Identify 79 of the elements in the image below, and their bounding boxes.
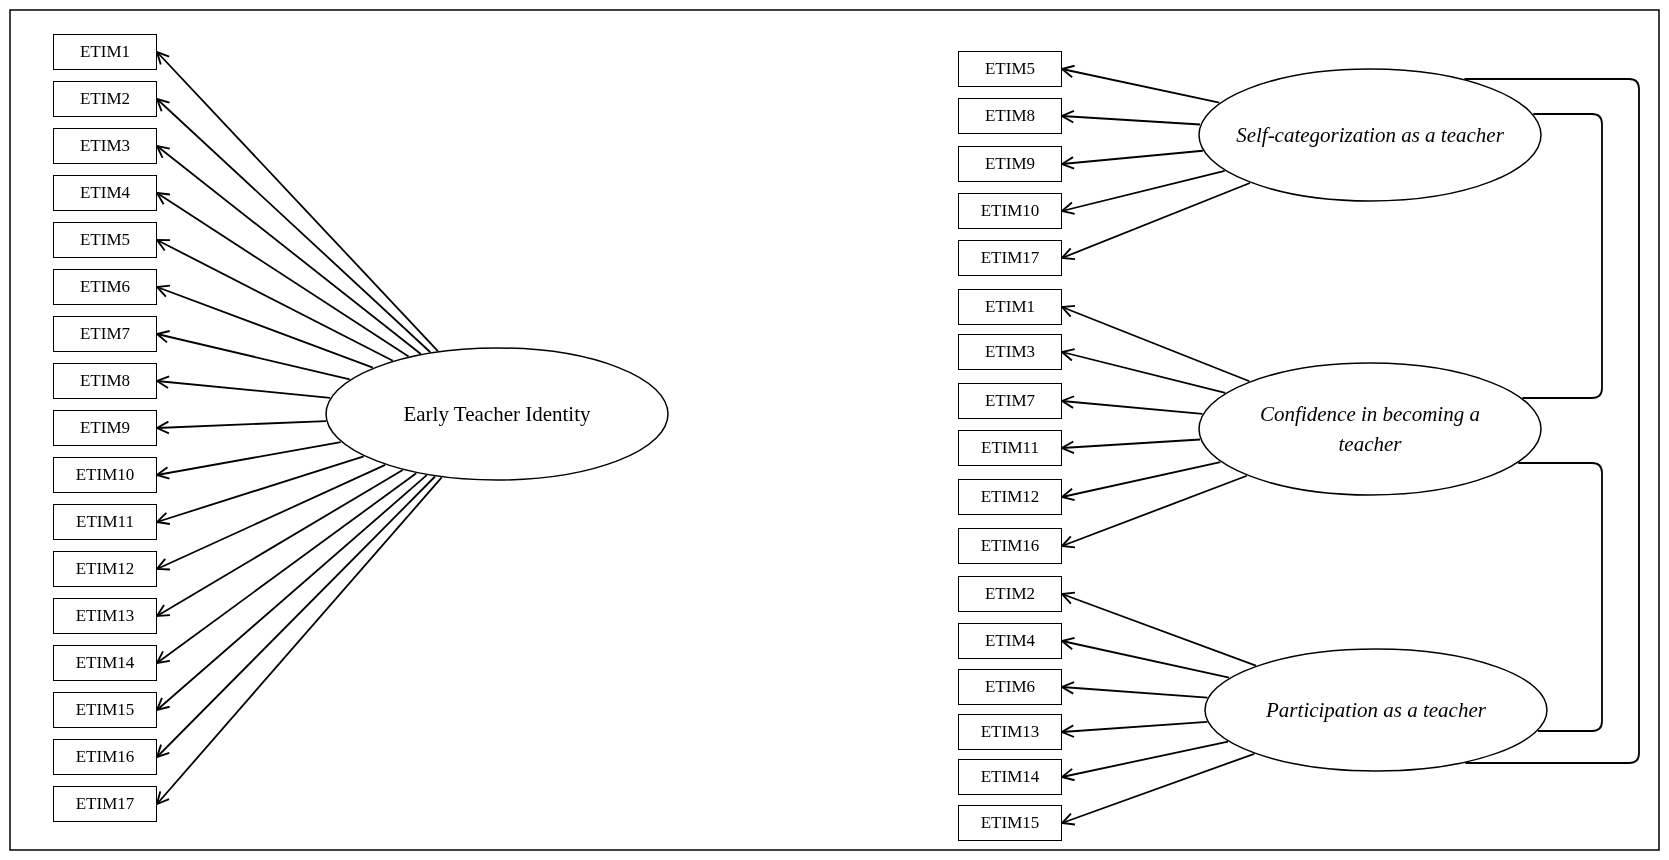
arrow — [1061, 64, 1221, 104]
indicator-box: ETIM2 — [958, 576, 1062, 612]
arrow — [1061, 591, 1257, 667]
arrow — [1061, 304, 1251, 383]
indicator-box: ETIM14 — [53, 645, 157, 681]
indicator-box: ETIM13 — [53, 598, 157, 634]
arrow — [1061, 752, 1256, 826]
arrow — [156, 455, 365, 525]
arrow — [156, 474, 428, 711]
factor-ellipse — [1204, 648, 1548, 772]
arrow — [156, 469, 404, 617]
correlation-bracket — [1517, 462, 1603, 732]
factor-label: Self-categorization as a teacher — [1235, 121, 1505, 149]
arrow — [1061, 720, 1209, 738]
indicator-box: ETIM14 — [958, 759, 1062, 795]
indicator-box: ETIM12 — [53, 551, 157, 587]
correlation-bracket — [1463, 78, 1640, 764]
indicator-box: ETIM8 — [958, 98, 1062, 134]
indicator-box: ETIM10 — [53, 457, 157, 493]
arrow — [156, 239, 394, 362]
indicator-box: ETIM15 — [958, 805, 1062, 841]
arrow — [156, 375, 331, 399]
arrow — [156, 98, 432, 354]
indicator-box: ETIM9 — [53, 410, 157, 446]
arrow — [1061, 438, 1201, 455]
indicator-box: ETIM9 — [958, 146, 1062, 182]
indicator-box: ETIM1 — [53, 34, 157, 70]
arrow — [156, 145, 422, 355]
indicator-box: ETIM17 — [53, 786, 157, 822]
indicator-box: ETIM3 — [53, 128, 157, 164]
indicator-box: ETIM17 — [958, 240, 1062, 276]
indicator-box: ETIM4 — [53, 175, 157, 211]
indicator-box: ETIM6 — [958, 669, 1062, 705]
arrow — [1061, 681, 1209, 699]
indicator-box: ETIM8 — [53, 363, 157, 399]
indicator-box: ETIM13 — [958, 714, 1062, 750]
indicator-box: ETIM4 — [958, 623, 1062, 659]
indicator-box: ETIM5 — [53, 222, 157, 258]
factor-ellipse — [1198, 68, 1542, 202]
arrow — [156, 476, 443, 805]
factor-label: Confidence in becoming a teacher — [1259, 400, 1481, 458]
arrow — [1061, 395, 1204, 415]
factor-ellipse — [325, 347, 669, 481]
indicator-box: ETIM10 — [958, 193, 1062, 229]
indicator-box: ETIM6 — [53, 269, 157, 305]
indicator-box: ETIM7 — [53, 316, 157, 352]
indicator-box: ETIM3 — [958, 334, 1062, 370]
arrow — [1061, 182, 1251, 260]
indicator-box: ETIM11 — [958, 430, 1062, 466]
arrow — [1061, 740, 1229, 782]
indicator-box: ETIM11 — [53, 504, 157, 540]
arrow — [156, 472, 418, 664]
arrow — [1061, 348, 1227, 394]
indicator-box: ETIM1 — [958, 289, 1062, 325]
arrow — [156, 51, 439, 352]
indicator-box: ETIM15 — [53, 692, 157, 728]
indicator-box: ETIM5 — [958, 51, 1062, 87]
arrow — [156, 464, 387, 571]
arrow — [156, 284, 374, 369]
indicator-box: ETIM16 — [958, 528, 1062, 564]
arrow — [156, 420, 327, 435]
arrow — [1061, 636, 1231, 679]
indicator-box: ETIM7 — [958, 383, 1062, 419]
indicator-box: ETIM16 — [53, 739, 157, 775]
factor-label: Early Teacher Identity — [402, 400, 592, 428]
arrow — [156, 330, 351, 381]
indicator-box: ETIM2 — [53, 81, 157, 117]
arrow — [1061, 474, 1248, 549]
indicator-box: ETIM12 — [958, 479, 1062, 515]
arrow — [156, 192, 410, 358]
factor-ellipse — [1198, 362, 1542, 496]
arrow — [156, 475, 436, 758]
arrow — [1061, 169, 1226, 215]
correlation-bracket — [1521, 113, 1603, 399]
arrow — [1061, 149, 1204, 170]
arrow — [156, 441, 342, 480]
arrow — [1061, 109, 1201, 126]
factor-label: Participation as a teacher — [1265, 696, 1487, 724]
arrow — [1061, 461, 1222, 502]
